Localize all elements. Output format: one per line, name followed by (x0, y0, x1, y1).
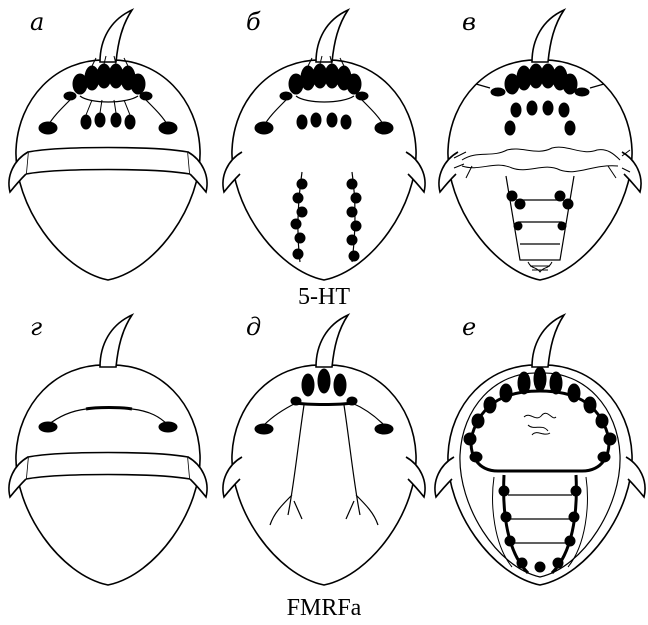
panel-letter: б (246, 10, 261, 34)
panel-letter: е (462, 315, 476, 339)
lateral-neuron-right (159, 422, 177, 432)
lateral-neuron-right (159, 122, 177, 134)
lateral-neuron-left (39, 422, 57, 432)
panel-letter: а (30, 10, 44, 34)
apical-tuft (316, 10, 348, 62)
row-label-fmrfa: FMRFa (0, 596, 648, 620)
panel-letter: г (30, 315, 42, 339)
apical-tuft (532, 315, 564, 367)
panel-g: г (0, 305, 216, 595)
larva-body-outline (448, 60, 632, 280)
apical-tuft (100, 315, 132, 367)
panel-letter: д (246, 315, 261, 339)
panel-b: б (216, 0, 432, 290)
panel-v: в (432, 0, 648, 290)
larva-body-outline (448, 365, 632, 585)
lateral-neuron-left (39, 122, 57, 134)
panel-d: д (216, 305, 432, 595)
panel-letter: в (462, 10, 476, 34)
apical-tuft (316, 315, 348, 367)
prototroch-band (26, 148, 190, 175)
apical-tuft (100, 10, 132, 62)
larva-body-outline (232, 60, 416, 280)
cilia-right (626, 457, 645, 497)
panel-e: е (432, 305, 648, 595)
prototroch-band (26, 453, 190, 480)
apical-commissure (86, 408, 132, 410)
panel-a: а (0, 0, 216, 290)
larva-body-outline (232, 365, 416, 585)
apical-tuft (532, 10, 564, 62)
cilia-left (435, 457, 454, 497)
